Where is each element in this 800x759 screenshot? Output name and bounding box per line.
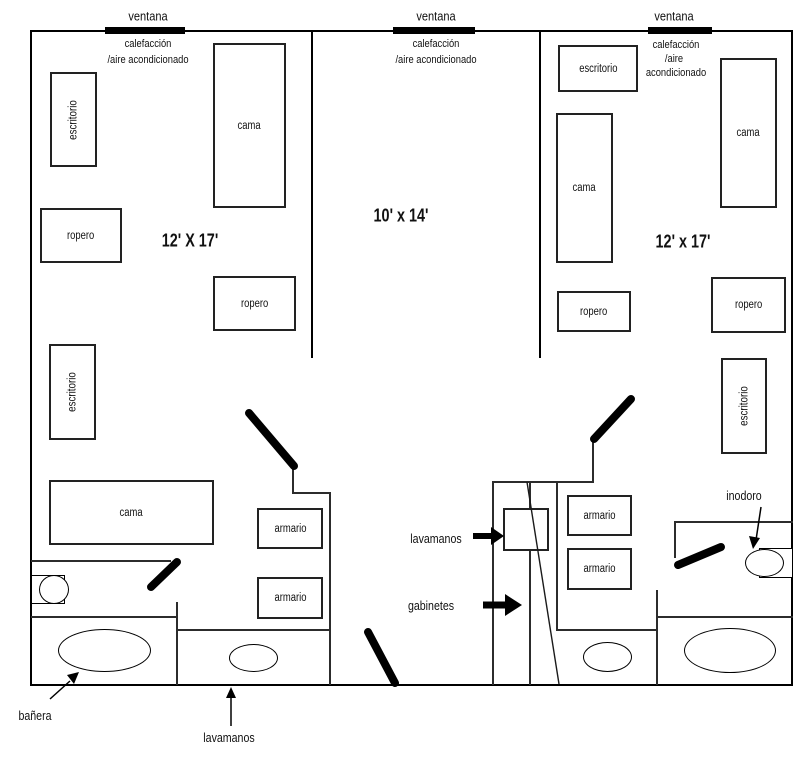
toilet-left-bowl	[39, 575, 69, 604]
closet-3-label: armario	[583, 509, 616, 522]
bed-1-label: cama	[237, 119, 262, 132]
wardrobe-2: ropero	[213, 276, 296, 331]
toilet-arrow-icon	[749, 506, 762, 549]
wardrobe-3: ropero	[557, 291, 631, 332]
window-1-hvac-line2: /aire acondicionado	[107, 54, 189, 66]
wall-toilet-counter-v	[674, 521, 676, 558]
sink-bottom-callout: lavamanos	[203, 731, 255, 745]
wall-left-door-jamb-h	[292, 492, 331, 494]
closet-4-label: armario	[583, 563, 616, 575]
wardrobe-3-label: ropero	[580, 305, 608, 318]
wall-left-tub-right	[176, 602, 178, 685]
desk-3-label: escritorio	[578, 62, 618, 75]
desk-2: escritorio	[49, 344, 96, 440]
wall-left-tub-top	[31, 616, 177, 618]
cabinets-callout: gabinetes	[407, 599, 455, 613]
closet-2: armario	[257, 577, 323, 619]
sink-middle-callout: lavamanos	[410, 532, 462, 546]
wall-left	[30, 30, 33, 686]
bed-4-label: cama	[736, 127, 761, 139]
bathtub-right-basin	[684, 628, 776, 673]
window-2-hvac-line1: calefacción	[412, 38, 460, 50]
wall-mid-sink-counter	[556, 629, 658, 631]
desk-1: escritorio	[50, 72, 97, 167]
desk-2-label: escritorio	[66, 372, 79, 412]
window-2-hvac-line2: /aire acondicionado	[395, 54, 477, 66]
bed-3: cama	[556, 113, 613, 263]
closet-1: armario	[257, 508, 323, 549]
desk-4-label: escritorio	[738, 386, 750, 426]
wall-cabinet-right	[556, 481, 558, 631]
bed-1: cama	[213, 43, 286, 208]
door-swing-left-bath-icon	[147, 558, 181, 591]
door-swing-right-room-icon	[590, 395, 635, 443]
wall-left-door-jamb-v	[292, 467, 294, 494]
window-3	[648, 27, 712, 34]
wall-divider-right	[539, 30, 542, 358]
window-1	[105, 27, 185, 34]
bed-2: cama	[49, 480, 214, 545]
wall-divider-left	[311, 30, 314, 358]
wall-left-sink-counter	[176, 629, 331, 631]
closet-2-label: armario	[274, 592, 306, 604]
window-1-label: ventana	[128, 8, 168, 24]
bed-3-label: cama	[572, 182, 597, 194]
window-2	[393, 27, 475, 34]
wall-right-door-jamb-v	[592, 440, 594, 483]
wardrobe-2-label: ropero	[240, 297, 269, 310]
wall-right-tub-top	[656, 616, 793, 618]
window-3-label: ventana	[654, 8, 694, 24]
wall-toilet-counter	[674, 521, 793, 523]
sink-middle-basin	[583, 642, 632, 672]
bed-4: cama	[720, 58, 777, 208]
cabinets-arrow-icon	[483, 594, 522, 616]
bathtub-left-basin	[58, 629, 151, 672]
wardrobe-1: ropero	[40, 208, 122, 263]
sink-bottom-arrow-icon	[226, 687, 236, 726]
room-middle-dimensions: 10' x 14'	[373, 205, 429, 226]
wall-bottom	[31, 684, 793, 687]
room-right-dimensions: 12' x 17'	[655, 231, 711, 252]
closet-1-label: armario	[274, 522, 306, 535]
toilet-callout: inodoro	[726, 489, 762, 503]
wall-right-tub-left	[656, 590, 658, 685]
desk-3: escritorio	[558, 45, 638, 92]
room-left-dimensions: 12' X 17'	[161, 230, 219, 251]
window-2-label: ventana	[416, 8, 456, 24]
door-swing-entry-icon	[364, 628, 399, 687]
window-1-hvac-line1: calefacción	[124, 38, 172, 50]
door-swing-left-room-icon	[245, 409, 298, 470]
bed-2-label: cama	[119, 506, 144, 519]
desk-4: escritorio	[721, 358, 767, 454]
bathtub-callout: bañera	[18, 709, 52, 723]
closet-4: armario	[567, 548, 632, 590]
sink-niche	[503, 508, 549, 551]
window-3-hvac-line3: acondicionado	[645, 67, 707, 79]
closet-3: armario	[567, 495, 632, 536]
wall-right-door-jamb-h	[493, 481, 593, 483]
window-3-hvac-line2: /aire	[664, 53, 684, 65]
wall-left-closet-v	[329, 492, 331, 685]
wardrobe-4-label: ropero	[734, 299, 763, 311]
wardrobe-1-label: ropero	[67, 229, 95, 242]
desk-1-label: escritorio	[67, 99, 80, 140]
sink-left-basin	[229, 644, 278, 672]
wall-cabinet-left	[492, 481, 494, 685]
toilet-right-bowl	[745, 549, 784, 577]
wall-left-bath-top	[31, 560, 171, 562]
door-swing-right-bath-icon	[674, 543, 725, 569]
wardrobe-4: ropero	[711, 277, 786, 333]
window-3-hvac-line1: calefacción	[652, 39, 700, 51]
sink-middle-arrow-icon	[473, 527, 504, 545]
wall-right	[791, 30, 794, 686]
